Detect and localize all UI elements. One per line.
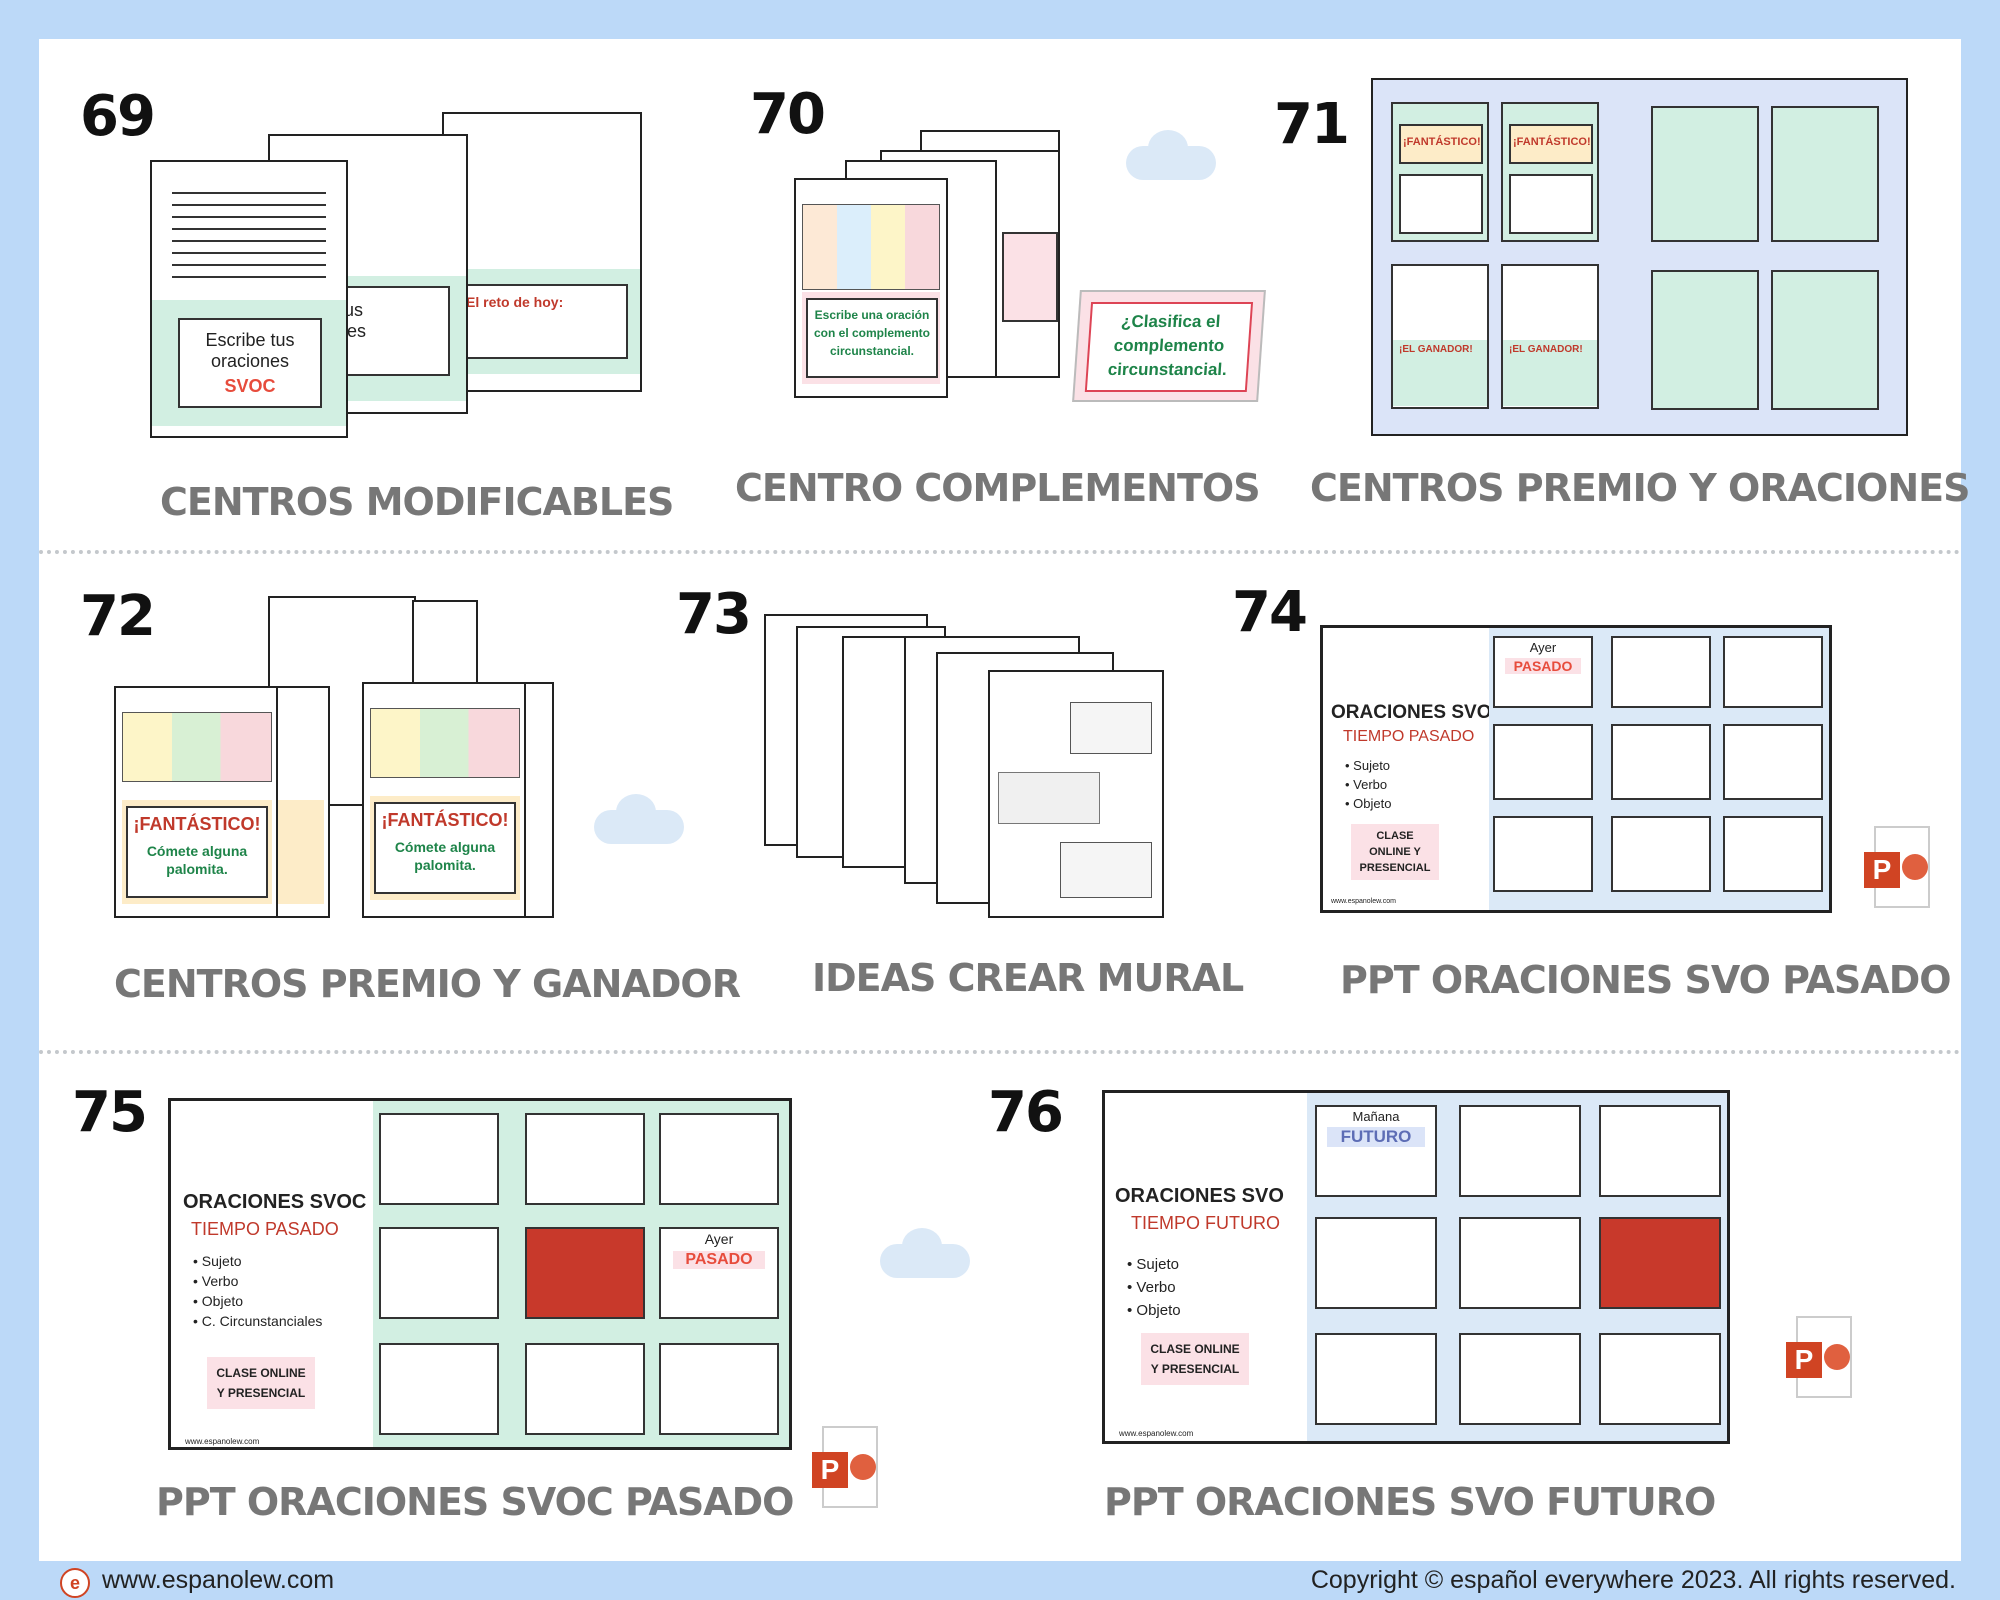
slide-bullets: • Sujeto• Verbo• Objeto• C. Circunstanci… <box>193 1253 323 1329</box>
slide-bullets: • Sujeto• Verbo• Objeto <box>1345 758 1392 811</box>
ganador-text: ¡EL GANADOR! <box>1399 344 1473 355</box>
product-number: 74 <box>1232 580 1308 645</box>
slide-title: ORACIONES SVOC <box>183 1191 367 1213</box>
product-title: CENTRO COMPLEMENTOS <box>735 466 1261 510</box>
powerpoint-icon: P <box>1864 826 1932 910</box>
ganador-text: ¡EL GANADOR! <box>1509 344 1583 355</box>
comete-text: Cómete alguna palomita. <box>146 843 248 877</box>
product-title: PPT ORACIONES SVO PASADO <box>1340 958 1952 1002</box>
worksheet-page <box>524 682 554 918</box>
thumb-word: PASADO <box>1505 658 1581 674</box>
footer-copyright: Copyright © español everywhere 2023. All… <box>1310 1566 1956 1594</box>
product-number: 69 <box>80 84 156 149</box>
cloud-decoration <box>880 1228 970 1278</box>
product-number: 76 <box>988 1080 1064 1145</box>
logo-icon: e <box>60 1568 90 1598</box>
class-badge: CLASE ONLINE Y PRESENCIAL <box>1351 824 1439 880</box>
fantastico-text: ¡FANTÁSTICO! <box>133 814 261 834</box>
slide-site: www.espanolew.com <box>1119 1429 1194 1438</box>
product-71-preview: ¡FANTÁSTICO! ¡FANTÁSTICO! ¡EL GANADOR! ¡… <box>1371 78 1908 436</box>
worksheet-page <box>988 670 1164 918</box>
product-number: 71 <box>1274 92 1350 157</box>
cloud-decoration <box>1126 130 1216 180</box>
thumb-title: Ayer <box>1529 640 1557 655</box>
product-number: 75 <box>72 1080 148 1145</box>
product-number: 70 <box>750 82 826 147</box>
slide-title: ORACIONES SVO <box>1115 1185 1284 1207</box>
worksheet-page: ¡FANTÁSTICO! Cómete alguna palomita. <box>362 682 528 918</box>
product-number: 72 <box>80 584 156 649</box>
worksheet-page <box>276 686 330 918</box>
product-title: CENTROS MODIFICABLES <box>160 480 674 524</box>
product-76-preview: ORACIONES SVO TIEMPO FUTURO • Sujeto• Ve… <box>1102 1090 1730 1444</box>
fantastico-text: ¡FANTÁSTICO! <box>1403 136 1481 148</box>
worksheet-page: El reto de hoy: <box>442 112 642 392</box>
thumb-title: Ayer <box>704 1231 734 1247</box>
footer-website: www.espanolew.com <box>102 1566 335 1594</box>
powerpoint-icon: P <box>1786 1316 1854 1400</box>
tent-card: ¿Clasifica el complemento circunstancial… <box>1072 290 1266 402</box>
product-number: 73 <box>676 582 752 647</box>
thumb-title: Mañana <box>1352 1109 1400 1124</box>
product-title: CENTROS PREMIO Y ORACIONES <box>1310 466 1970 510</box>
slide-subtitle: TIEMPO PASADO <box>191 1219 339 1239</box>
slide-bullets: • Sujeto• Verbo• Objeto <box>1127 1256 1181 1319</box>
comete-text: Cómete alguna palomita. <box>394 839 496 873</box>
fantastico-text: ¡FANTÁSTICO! <box>1513 136 1591 148</box>
powerpoint-icon: P <box>812 1426 880 1510</box>
product-title: IDEAS CREAR MURAL <box>812 956 1244 1000</box>
card-text: Escribe una oración con el complemento c… <box>813 308 931 358</box>
product-title: PPT ORACIONES SVO FUTURO <box>1104 1480 1716 1524</box>
slide-subtitle: TIEMPO PASADO <box>1343 728 1475 745</box>
worksheet-page: ¡FANTÁSTICO! Cómete alguna palomita. <box>114 686 280 918</box>
fantastico-text: ¡FANTÁSTICO! <box>381 810 509 830</box>
row-separator <box>39 550 1961 554</box>
row-separator <box>39 1050 1961 1054</box>
svoc-logo: SVOC <box>224 376 276 396</box>
cloud-decoration <box>594 794 684 844</box>
product-title: CENTROS PREMIO Y GANADOR <box>114 962 741 1006</box>
product-title: PPT ORACIONES SVOC PASADO <box>156 1480 794 1524</box>
tent-text: ¿Clasifica el complemento circunstancial… <box>1107 312 1228 379</box>
thumb-word: PASADO <box>673 1251 765 1269</box>
class-badge: CLASE ONLINE Y PRESENCIAL <box>207 1357 315 1409</box>
class-badge: CLASE ONLINE Y PRESENCIAL <box>1141 1333 1249 1385</box>
slide-title: ORACIONES SVO <box>1331 702 1492 723</box>
card-text: Escribe tus oraciones <box>205 330 295 371</box>
worksheet-page: Escribe tus oraciones SVOC <box>150 160 348 438</box>
slide-site: www.espanolew.com <box>185 1437 260 1446</box>
reto-text: El reto de hoy: <box>466 294 564 310</box>
slide-site: www.espanolew.com <box>1331 898 1396 905</box>
worksheet-page: Escribe una oración con el complemento c… <box>794 178 948 398</box>
slide-subtitle: TIEMPO FUTURO <box>1131 1213 1280 1233</box>
product-75-preview: ORACIONES SVOC TIEMPO PASADO • Sujeto• V… <box>168 1098 792 1450</box>
product-74-preview: ORACIONES SVO TIEMPO PASADO • Sujeto• Ve… <box>1320 625 1832 913</box>
thumb-word: FUTURO <box>1327 1127 1425 1147</box>
